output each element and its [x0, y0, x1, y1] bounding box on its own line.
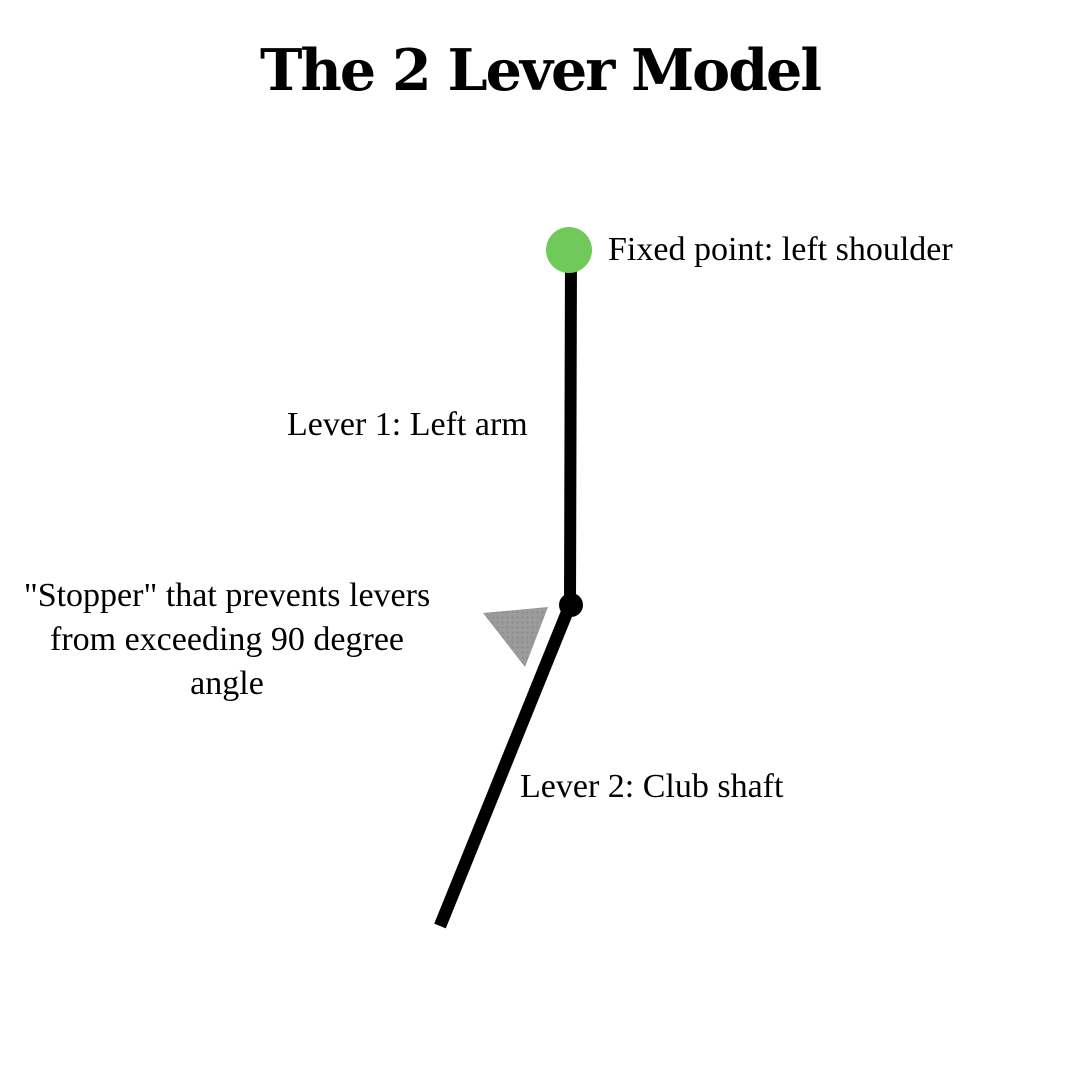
- stopper-triangle: [483, 607, 548, 667]
- lever1-label: Lever 1: Left arm: [287, 406, 528, 443]
- page-title: The 2 Lever Model: [260, 37, 822, 104]
- lever1-left-arm-line: [564, 251, 577, 605]
- hinge-joint-dot: [559, 593, 583, 617]
- lever2-label: Lever 2: Club shaft: [520, 768, 784, 805]
- lever2-club-shaft-line: [434, 602, 576, 929]
- fixed-point-marker: [546, 227, 592, 273]
- fixed-point-label: Fixed point: left shoulder: [608, 231, 953, 268]
- stopper-label: "Stopper" that prevents levers from exce…: [23, 577, 431, 702]
